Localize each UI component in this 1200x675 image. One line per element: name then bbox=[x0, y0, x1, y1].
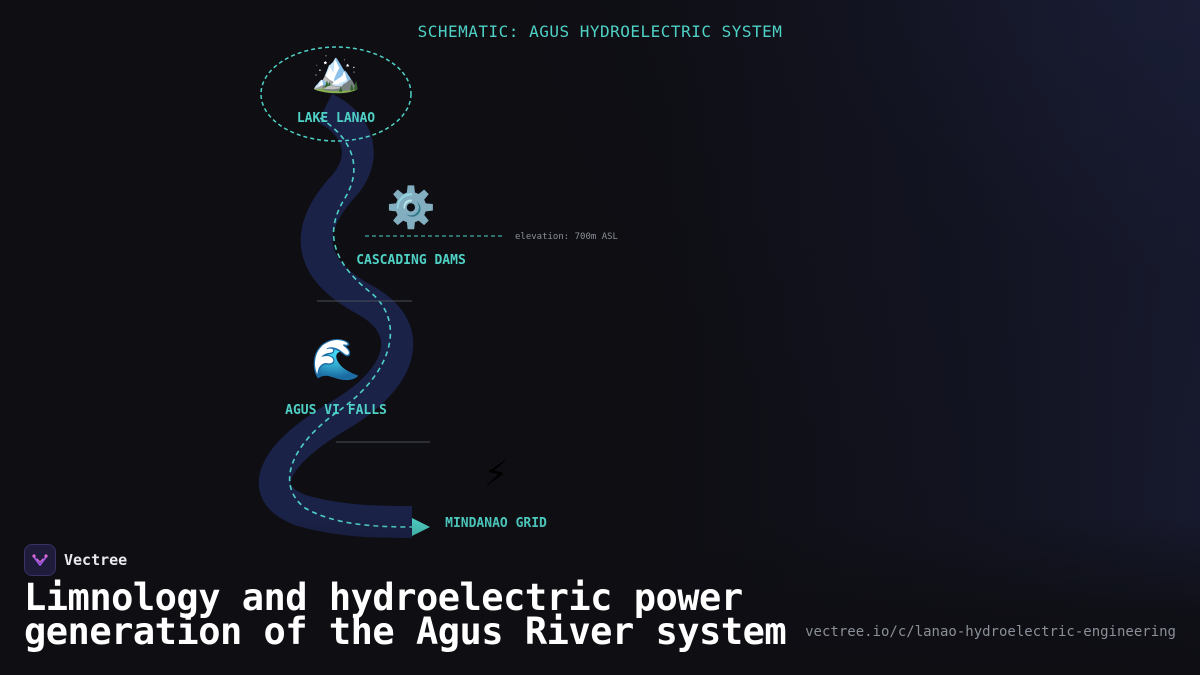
page-url[interactable]: vectree.io/c/lanao-hydroelectric-enginee… bbox=[805, 624, 1176, 640]
lightning-icon: ⚡ bbox=[483, 450, 509, 496]
node-label-lake-lanao: LAKE LANAO bbox=[296, 111, 376, 126]
river-channel bbox=[258, 93, 414, 538]
headline: Limnology and hydroelectric power genera… bbox=[24, 576, 787, 653]
lake-boundary bbox=[260, 46, 412, 142]
mountain-icon: 🏔️ bbox=[311, 49, 361, 95]
elevation-note: elevation: 700m ASL bbox=[515, 232, 618, 242]
vectree-logo-icon bbox=[24, 544, 56, 576]
brand[interactable]: Vectree bbox=[24, 544, 127, 576]
node-label-mindanao-grid: MINDANAO GRID bbox=[445, 516, 547, 531]
wave-icon: 🌊 bbox=[311, 337, 361, 383]
node-label-cascading-dams: CASCADING DAMS bbox=[356, 253, 466, 268]
node-label-agus-vi-falls: AGUS VI FALLS bbox=[285, 403, 387, 418]
gear-icon: ⚙️ bbox=[386, 185, 436, 231]
diagram-title: SCHEMATIC: AGUS HYDROELECTRIC SYSTEM bbox=[417, 22, 783, 41]
brand-name: Vectree bbox=[64, 551, 128, 569]
